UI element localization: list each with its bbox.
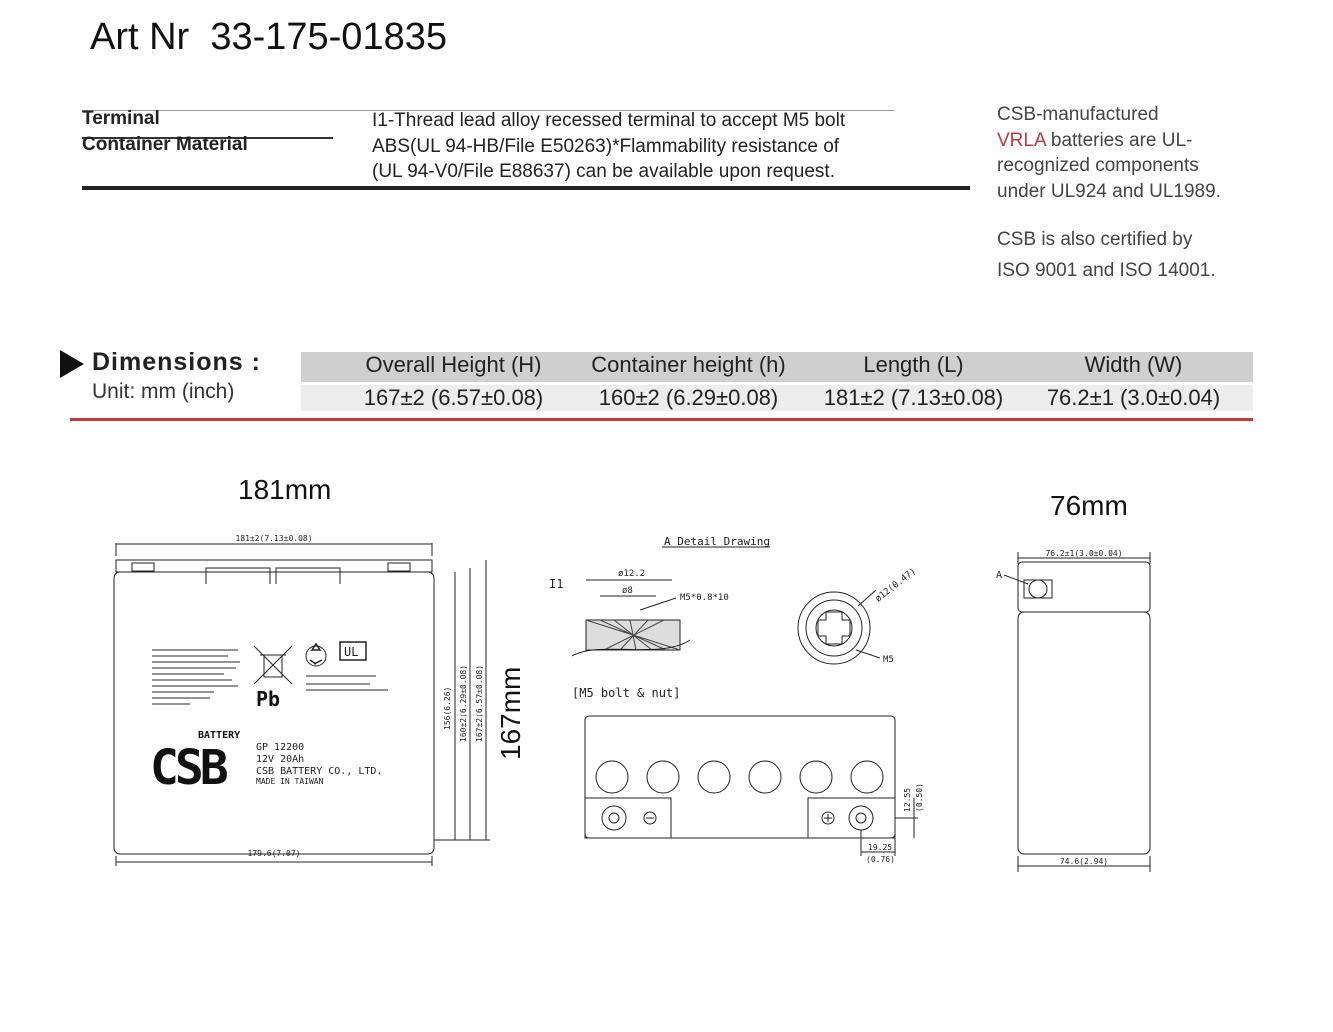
dim-value-overall-height: 167±2 (6.57±0.08): [363, 385, 544, 410]
rating-text: 12V 20Ah: [256, 754, 304, 765]
dim-value-width: 76.2±1 (3.0±0.04): [1046, 385, 1221, 410]
dim-167: 167±2(6.57±0.08): [475, 665, 484, 742]
dimensions-unit: Unit: mm (inch): [92, 380, 235, 403]
dimensions-value-row: 167±2 (6.57±0.08) 160±2 (6.29±0.08) 181±…: [301, 385, 1253, 411]
side-bottom-dim: 74.6(2.94): [1060, 857, 1108, 866]
bolt-note: [M5 bolt & nut]: [572, 686, 680, 700]
terminal-top-view: [797, 591, 871, 665]
detail-drawing: A Detail Drawing I1 ø12.2 ø8 M5*0.8*10 […: [549, 535, 918, 700]
dim-050: (0.50): [915, 783, 924, 812]
terminal-type-label: I1: [549, 577, 563, 591]
dim-076: (0.76): [866, 855, 895, 864]
ul-note-line3: recognized components: [997, 155, 1199, 176]
dim-header-width: Width (W): [1084, 352, 1183, 377]
thread-spec: M5*0.8*10: [680, 593, 729, 603]
article-number-title: Art Nr 33-175-01835: [90, 16, 447, 58]
spec-row-container: Container Material ABS(UL 94-HB/File E50…: [82, 134, 970, 186]
dim-156: 156(6.26): [443, 687, 452, 730]
technical-drawing: 181±2(7.13±0.08) 179.6(7.07) 156(6.26) 1…: [113, 534, 1151, 872]
spec-value-container-line2: (UL 94-V0/File E88637) can be available …: [372, 161, 835, 182]
vrla-accent: VRLA: [997, 129, 1046, 151]
dim-value-container-height: 160±2 (6.29±0.08): [598, 385, 779, 410]
dim-header-length: Length (L): [863, 352, 964, 377]
svg-text:UL: UL: [344, 645, 358, 659]
ul-note-line1: CSB-manufactured: [997, 104, 1159, 125]
terminal-right: [387, 562, 411, 572]
spec-value-container: ABS(UL 94-HB/File E50263)*Flammability r…: [372, 134, 839, 184]
front-bottom-dim: 179.6(7.07): [248, 849, 301, 858]
spec-table-top-rule: [82, 110, 894, 111]
terminal-left: [131, 562, 155, 572]
m5-label: M5: [883, 655, 894, 665]
spec-value-terminal: I1-Thread lead alloy recessed terminal t…: [372, 110, 846, 131]
spec-label-container: Container Material: [82, 134, 248, 155]
dim-header-container-height: Container height (h): [591, 352, 786, 377]
origin-text: MADE IN TAIWAN: [256, 777, 324, 786]
recycle-icon: [305, 645, 327, 667]
svg-text:CSB: CSB: [150, 740, 228, 796]
positive-terminal-icon: [848, 805, 874, 831]
top-view: 12.55 (0.50) 19.25 (0.76): [584, 715, 924, 864]
dim-d12: ø12(0.47): [874, 566, 919, 604]
ul-mark-icon: [339, 641, 367, 661]
detail-a-marker: A: [996, 570, 1002, 581]
dimensions-title: Dimensions :: [92, 348, 261, 376]
battery-word: BATTERY: [198, 730, 240, 741]
spec-table-bottom-rule: [82, 186, 970, 190]
dim-value-length: 181±2 (7.13±0.08): [823, 385, 1004, 410]
dim-d8: ø8: [622, 586, 633, 596]
pb-symbol: Pb: [256, 687, 280, 711]
spec-value-container-line1: ABS(UL 94-HB/File E50263)*Flammability r…: [372, 136, 840, 157]
side-top-dim: 76.2±1(3.0±0.04): [1045, 549, 1122, 558]
detail-a-terminal: [1028, 579, 1048, 599]
iso-note: CSB is also certified by ISO 9001 and IS…: [997, 224, 1297, 286]
crossed-bin-icon: [253, 645, 293, 685]
company-text: CSB BATTERY CO., LTD.: [256, 766, 382, 777]
length-label: 181mm: [238, 474, 332, 505]
front-fine-print: [152, 649, 388, 705]
dim-160: 160±2(6.29±0.08): [459, 665, 468, 742]
csb-logo-icon: BATTERY CSB: [150, 730, 240, 796]
dimensions-header-row: Overall Height (H) Container height (h) …: [301, 352, 1253, 382]
iso-note-line2: ISO 9001 and ISO 14001.: [997, 260, 1216, 281]
width-label: 76mm: [1050, 490, 1128, 521]
dim-1925: 19.25: [868, 843, 892, 852]
dimensions-arrow-icon: [60, 350, 84, 378]
dimensions-accent-rule: [70, 418, 1253, 421]
spec-table: Terminal I1-Thread lead alloy recessed t…: [82, 108, 970, 186]
iso-note-line1: CSB is also certified by: [997, 229, 1193, 250]
spec-table-label-rule: [82, 137, 333, 139]
dim-header-overall-height: Overall Height (H): [365, 352, 542, 377]
spec-label-terminal: Terminal: [82, 108, 160, 129]
ul-note-line2: batteries are UL-: [1045, 129, 1193, 151]
side-view: 76.2±1(3.0±0.04) A 74.6(2.94): [996, 549, 1151, 872]
detail-title: A Detail Drawing: [664, 535, 770, 548]
model-text: GP 12200: [256, 742, 304, 753]
ul-note-line4: under UL924 and UL1989.: [997, 180, 1221, 202]
ul-note: CSB-manufactured VRLA batteries are UL- …: [997, 102, 1297, 204]
front-top-dim: 181±2(7.13±0.08): [235, 534, 312, 543]
spec-row-terminal: Terminal I1-Thread lead alloy recessed t…: [82, 108, 970, 134]
dim-d122: ø12.2: [618, 569, 645, 579]
dim-1255: 12.55: [903, 788, 912, 812]
negative-terminal-icon: [601, 805, 627, 831]
front-view: 181±2(7.13±0.08) 179.6(7.07) 156(6.26) 1…: [113, 534, 490, 866]
